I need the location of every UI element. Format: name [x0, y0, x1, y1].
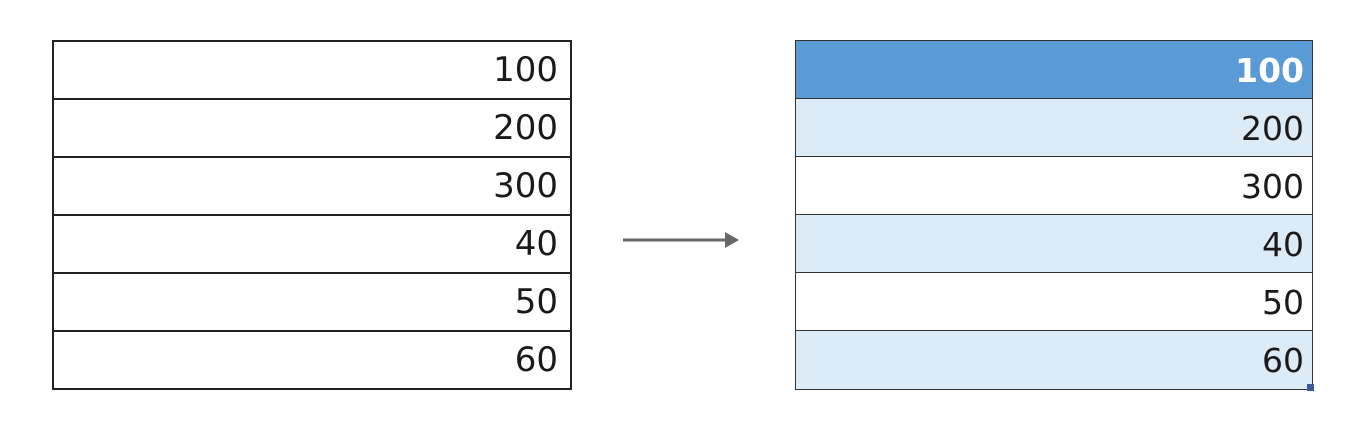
- table-cell[interactable]: 200: [52, 98, 572, 158]
- cell-value: 60: [1262, 340, 1304, 380]
- cell-value: 40: [1262, 224, 1304, 264]
- table-header-cell[interactable]: 100: [795, 40, 1313, 100]
- table-cell[interactable]: 200: [795, 98, 1313, 158]
- fill-handle[interactable]: [1307, 384, 1314, 391]
- table-cell[interactable]: 300: [795, 156, 1313, 216]
- cell-value: 50: [1262, 282, 1304, 322]
- table-cell[interactable]: 50: [795, 272, 1313, 332]
- table-cell[interactable]: 40: [52, 214, 572, 274]
- table-cell[interactable]: 100: [52, 40, 572, 100]
- table-before-formatting: 100 200 300 40 50 60: [52, 40, 572, 390]
- table-cell[interactable]: 300: [52, 156, 572, 216]
- table-cell-last[interactable]: 60: [795, 330, 1314, 391]
- table-cell[interactable]: 40: [795, 214, 1313, 274]
- cell-value: 300: [1241, 166, 1304, 206]
- cell-value: 100: [1235, 50, 1304, 90]
- table-cell[interactable]: 50: [52, 272, 572, 332]
- table-cell[interactable]: 60: [52, 330, 572, 390]
- right-arrow-icon: [623, 232, 739, 248]
- table-after-formatting: 100 200 300 40 50 60: [795, 40, 1314, 391]
- cell-value: 200: [1241, 108, 1304, 148]
